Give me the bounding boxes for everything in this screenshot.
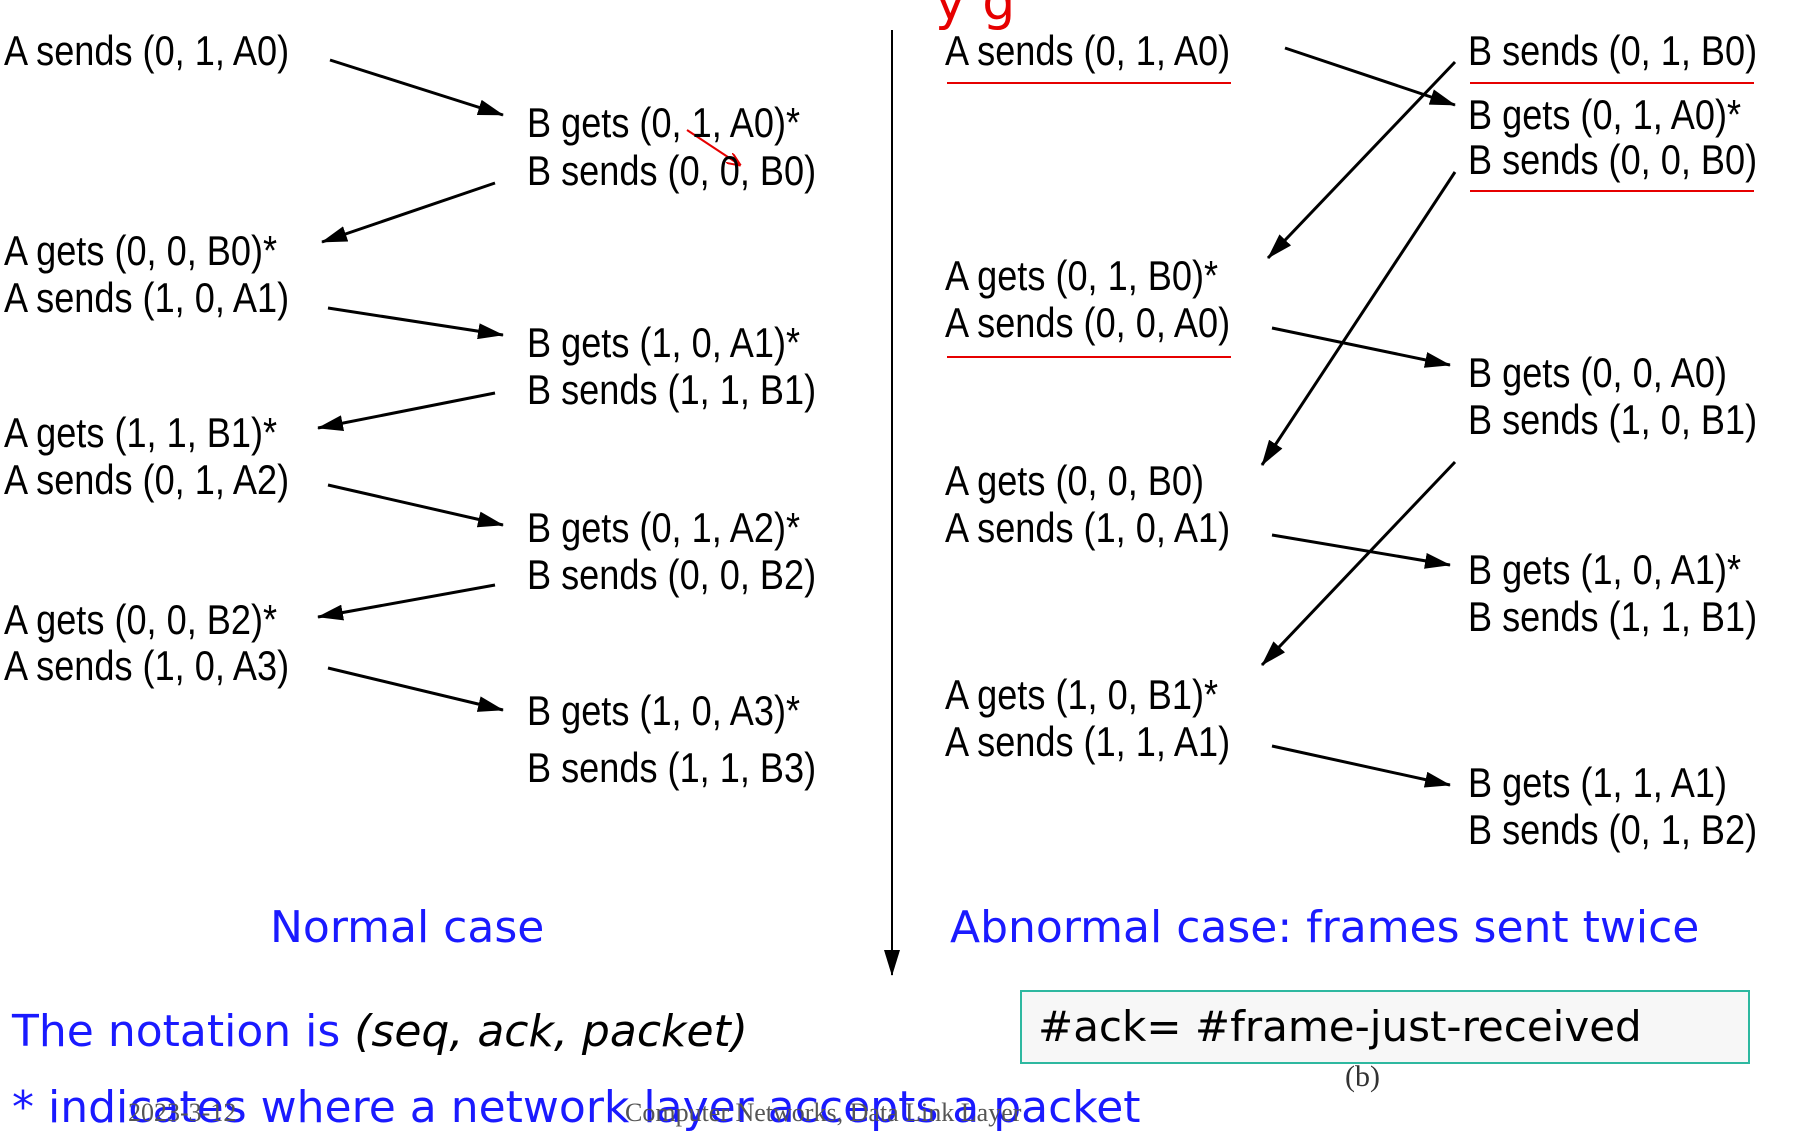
right-arrow-b0-first — [1266, 60, 1457, 260]
left-a-event-0: A sends (0, 1, A0) — [4, 27, 290, 74]
red-annotation-arrow — [686, 129, 740, 165]
notation-line: The notation is (seq, ack, packet) — [12, 1007, 748, 1057]
left-a-event-5: A gets (0, 0, B2)* — [4, 596, 278, 643]
right-b-event-6: B sends (1, 1, B1) — [1468, 593, 1758, 640]
star-note: * indicates where a network layer accept… — [12, 1082, 1141, 1133]
right-b-event-7: B gets (1, 1, A1) — [1468, 759, 1728, 806]
left-a-event-4: A sends (0, 1, A2) — [4, 456, 290, 503]
left-a-event-3: A gets (1, 1, B1)* — [4, 409, 278, 456]
left-arrow-a2 — [327, 483, 504, 528]
abnormal-case-caption: Abnormal case: frames sent twice — [950, 902, 1700, 953]
right-a-event-4: A sends (1, 0, A1) — [945, 504, 1231, 551]
right-b-event-2: B sends (0, 0, B0) — [1468, 136, 1758, 183]
underline-right-b-send-b0 — [1470, 190, 1754, 192]
left-b-event-7: B sends (1, 1, B3) — [527, 744, 817, 791]
left-a-event-1: A gets (0, 0, B0)* — [4, 227, 278, 274]
right-arrow-a0 — [1284, 46, 1456, 107]
left-arrow-a1 — [327, 306, 504, 340]
footer-date: 2023-3-12 — [128, 1098, 237, 1127]
left-b-event-5: B sends (0, 0, B2) — [527, 551, 817, 598]
ack-rule-box: #ack= #frame-just-received — [1020, 990, 1750, 1064]
right-b-event-1: B gets (0, 1, A0)* — [1468, 91, 1742, 138]
ack-rule-text: #ack= #frame-just-received — [1038, 1002, 1642, 1051]
left-arrow-a3 — [327, 666, 504, 712]
notation-prefix: The notation is — [12, 1006, 355, 1057]
right-arrow-a1 — [1271, 533, 1451, 569]
right-arrow-b1 — [1260, 460, 1457, 667]
left-b-event-1: B sends (0, 0, B0) — [527, 147, 817, 194]
left-a-event-6: A sends (1, 0, A3) — [4, 642, 290, 689]
underline-right-b-send-0 — [1470, 82, 1754, 84]
slide-title-fragment: y g — [935, 0, 1016, 32]
right-arrow-b0-second — [1260, 171, 1457, 466]
right-b-event-4: B sends (1, 0, B1) — [1468, 396, 1758, 443]
right-b-event-0: B sends (0, 1, B0) — [1468, 27, 1758, 74]
right-a-event-3: A gets (0, 0, B0) — [945, 457, 1205, 504]
right-arrow-a1-resend — [1271, 744, 1451, 788]
left-arrow-b2 — [317, 583, 496, 621]
normal-case-caption: Normal case — [270, 902, 545, 953]
underline-right-a-send-0 — [947, 82, 1231, 84]
footer-course: Computer Networks, Data Link Layer — [625, 1098, 1022, 1127]
figure-tag: (b) — [1345, 1060, 1380, 1093]
notation-tuple: (seq, ack, packet) — [354, 1006, 748, 1057]
right-a-event-2: A sends (0, 0, A0) — [945, 299, 1231, 346]
right-a-event-1: A gets (0, 1, B0)* — [945, 252, 1219, 299]
left-a-event-2: A sends (1, 0, A1) — [4, 274, 290, 321]
left-arrow-b0 — [321, 181, 496, 244]
right-a-event-0: A sends (0, 1, A0) — [945, 27, 1231, 74]
right-a-event-5: A gets (1, 0, B1)* — [945, 671, 1219, 718]
left-b-event-4: B gets (0, 1, A2)* — [527, 504, 801, 551]
right-b-event-3: B gets (0, 0, A0) — [1468, 349, 1728, 396]
underline-right-a-send-resend — [947, 356, 1231, 358]
left-arrow-b1 — [317, 391, 496, 431]
left-b-event-6: B gets (1, 0, A3)* — [527, 687, 801, 734]
left-b-event-0: B gets (0, 1, A0)* — [527, 99, 801, 146]
right-arrow-a0-resend — [1271, 326, 1451, 368]
right-a-event-6: A sends (1, 1, A1) — [945, 718, 1231, 765]
right-b-event-8: B sends (0, 1, B2) — [1468, 806, 1758, 853]
left-arrow-a0 — [329, 58, 504, 117]
left-b-event-3: B sends (1, 1, B1) — [527, 366, 817, 413]
right-b-event-5: B gets (1, 0, A1)* — [1468, 546, 1742, 593]
left-b-event-2: B gets (1, 0, A1)* — [527, 319, 801, 366]
